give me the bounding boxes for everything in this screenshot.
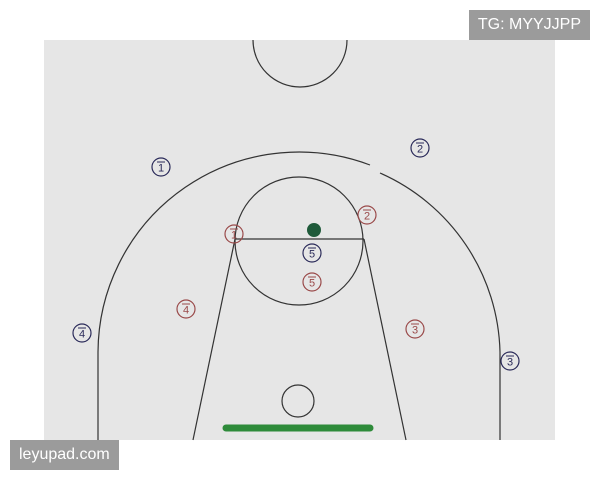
defense-player-label: 5 [309, 278, 315, 290]
offense-player-5: 5 [302, 243, 322, 263]
watermark-top: TG: MYYJJPP [468, 10, 590, 40]
defense-player-5: 5 [302, 272, 322, 292]
lane-line-left [192, 238, 236, 441]
three-point-line [97, 151, 501, 440]
defense-player-label: 1 [231, 230, 237, 242]
offense-player-2: 2 [410, 138, 430, 158]
defense-player-3: 3 [405, 319, 425, 339]
center-circle [252, 39, 348, 88]
defense-player-4: 4 [176, 299, 196, 319]
watermark-bottom: leyupad.com [10, 440, 119, 470]
offense-player-1: 1 [151, 157, 171, 177]
offense-player-label: 1 [158, 163, 164, 175]
court-floor [44, 40, 555, 440]
lane-line-right [363, 238, 407, 441]
offense-player-label: 2 [417, 144, 423, 156]
defense-player-label: 3 [412, 325, 418, 337]
basketball-icon [307, 223, 321, 237]
offense-player-label: 5 [309, 249, 315, 261]
defense-player-label: 4 [183, 305, 189, 317]
defense-player-2: 2 [357, 205, 377, 225]
offense-player-label: 3 [507, 357, 513, 369]
defense-player-1: 1 [224, 224, 244, 244]
offense-player-3: 3 [500, 351, 520, 371]
offense-player-label: 4 [79, 329, 85, 341]
basket-rim [281, 384, 315, 418]
offense-player-4: 4 [72, 323, 92, 343]
defense-player-label: 2 [364, 211, 370, 223]
